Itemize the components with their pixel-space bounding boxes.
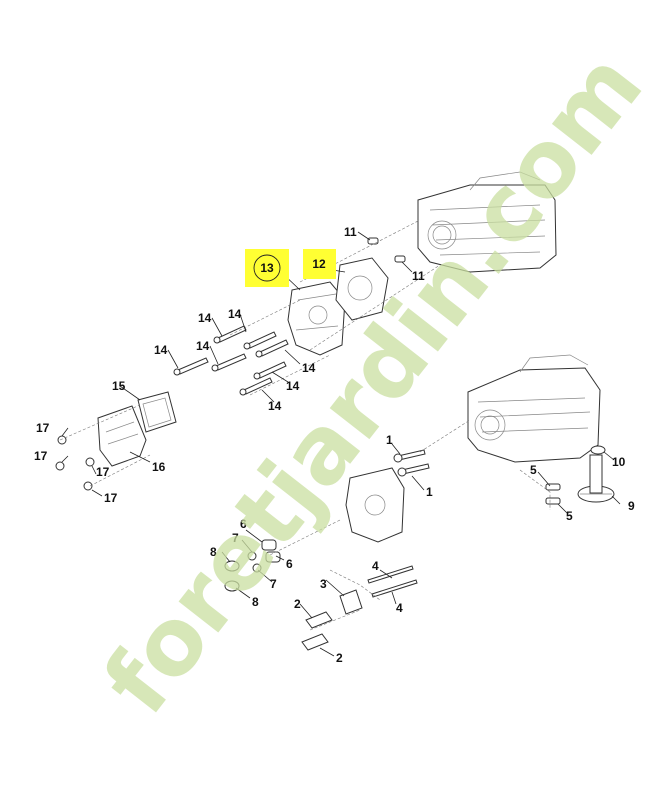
callout-11: 11 <box>412 269 425 283</box>
callout-8: 8 <box>252 595 259 609</box>
cover-screws <box>55 435 95 491</box>
highlight-box-12 <box>303 249 336 279</box>
callout-6: 6 <box>240 517 247 531</box>
valve-cover-gasket <box>137 391 177 433</box>
dowel-pins <box>367 237 406 263</box>
callout-15: 15 <box>112 379 126 393</box>
callout-7: 7 <box>270 577 277 591</box>
lower-cylinder-head <box>345 467 405 543</box>
callout-8: 8 <box>210 545 217 559</box>
callout-14: 14 <box>286 379 300 393</box>
callout-3: 3 <box>320 577 327 591</box>
callout-5: 5 <box>566 509 573 523</box>
assembly-lines <box>59 219 551 631</box>
callout-13-circle <box>253 254 281 282</box>
callout-17: 17 <box>36 421 50 435</box>
callout-1: 1 <box>386 433 393 447</box>
callout-9: 9 <box>628 499 635 513</box>
head-bolts <box>173 325 289 396</box>
callout-4: 4 <box>372 559 379 573</box>
callout-4: 4 <box>396 601 403 615</box>
callout-13: 13 <box>260 261 274 275</box>
callout-14: 14 <box>228 307 242 321</box>
callout-2: 2 <box>294 597 301 611</box>
callout-17: 17 <box>34 449 48 463</box>
callout-5: 5 <box>530 463 537 477</box>
head-gasket <box>335 257 389 321</box>
callout-11: 11 <box>344 225 357 239</box>
callout-14: 14 <box>302 361 316 375</box>
guide-plate <box>339 589 363 615</box>
callout-14: 14 <box>154 343 168 357</box>
cylinder-head <box>287 281 346 356</box>
callout-6: 6 <box>286 557 293 571</box>
callout-1: 1 <box>426 485 433 499</box>
camshaft <box>577 454 615 503</box>
callout-10: 10 <box>612 455 626 469</box>
callout-2: 2 <box>336 651 343 665</box>
callout-labels: 13 12 11 11 14 14 14 14 14 14 14 15 16 1… <box>34 225 635 665</box>
callout-16: 16 <box>152 460 166 474</box>
valves <box>393 449 430 477</box>
rocker-arms <box>301 611 333 651</box>
camshaft-seal <box>590 445 606 455</box>
callout-14: 14 <box>268 399 282 413</box>
callout-17: 17 <box>104 491 118 505</box>
callout-17: 17 <box>96 465 110 479</box>
push-rods <box>367 565 418 598</box>
tappets <box>545 483 561 505</box>
callout-12: 12 <box>312 257 326 271</box>
callout-14: 14 <box>198 311 212 325</box>
callout-14: 14 <box>196 339 210 353</box>
callout-7: 7 <box>232 531 239 545</box>
valve-cover <box>97 405 147 467</box>
leader-lines <box>61 231 621 657</box>
lower-crankcase <box>467 354 601 463</box>
upper-crankcase <box>417 171 557 273</box>
